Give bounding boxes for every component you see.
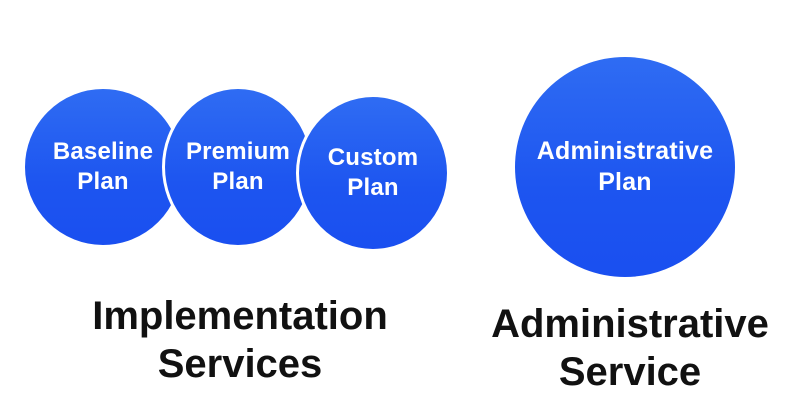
premium-plan-label: Premium Plan <box>185 138 291 195</box>
administrative-service-title: Administrative Service <box>491 302 769 394</box>
baseline-plan-circle: Baseline Plan <box>22 86 184 248</box>
custom-plan-label: Custom Plan <box>327 144 419 201</box>
baseline-plan-label: Baseline Plan <box>52 138 154 195</box>
administrative-plan-circle: Administrative Plan <box>512 54 738 280</box>
premium-plan-circle: Premium Plan <box>162 86 314 248</box>
custom-plan-circle: Custom Plan <box>296 94 450 252</box>
administrative-plan-label: Administrative Plan <box>536 136 714 196</box>
implementation-services-title: Implementation Services <box>92 294 388 386</box>
